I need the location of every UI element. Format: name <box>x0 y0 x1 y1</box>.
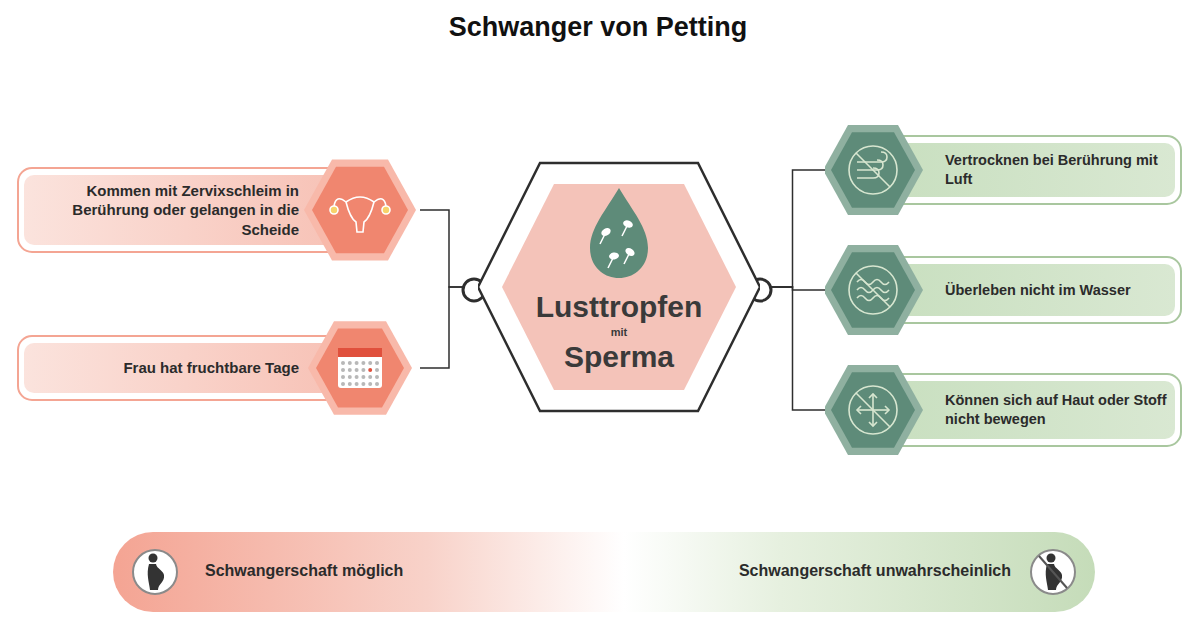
pregnant-icon <box>133 550 177 594</box>
scale-band: Schwangerschaft möglich Schwangerschaft u… <box>113 532 1095 612</box>
move-icon <box>849 386 897 434</box>
wind-icon <box>849 146 897 194</box>
bracket-connector <box>420 210 478 287</box>
node-text: Schwangerschaft möglich <box>205 562 403 580</box>
diagram-title: Schwanger von Petting <box>0 12 1196 43</box>
calendar-icon <box>338 348 382 388</box>
node-text: Vertrocknen bei Berührung mit Luft <box>945 151 1170 189</box>
node-text: Können sich auf Haut oder Stoff nicht be… <box>945 391 1170 429</box>
hexagon-outline <box>478 160 760 414</box>
condition-box: Frau hat fruchtbare Tage <box>15 313 420 423</box>
node-text: Kommen mit Zervixschleim in Berührung od… <box>37 181 299 240</box>
center-hexagon: Lusttropfen mitSperma <box>478 160 760 414</box>
node-text: mit <box>478 326 760 338</box>
node-text: Lusttropfen <box>478 290 760 323</box>
water-icon <box>849 266 897 314</box>
condition-box: Vertrocknen bei Berührung mit Luft <box>825 120 1185 220</box>
condition-box: Überleben nicht im Wasser <box>825 240 1185 340</box>
node-text: Frau hat fruchtbare Tage <box>37 358 299 378</box>
box-shape <box>825 120 1185 220</box>
bracket-connector <box>760 287 825 410</box>
condition-box: Können sich auf Haut oder Stoff nicht be… <box>825 360 1185 460</box>
node-text: Überleben nicht im Wasser <box>945 281 1170 300</box>
pregnant-icon <box>1031 550 1075 594</box>
bracket-connector <box>760 170 825 287</box>
uterus-icon <box>330 197 390 232</box>
condition-box: Kommen mit Zervixschleim in Berührung od… <box>15 150 420 270</box>
box-shape <box>825 360 1185 460</box>
node-text: Schwangerschaft unwahrscheinlich <box>739 562 1011 580</box>
node-text: Sperma <box>478 340 760 373</box>
